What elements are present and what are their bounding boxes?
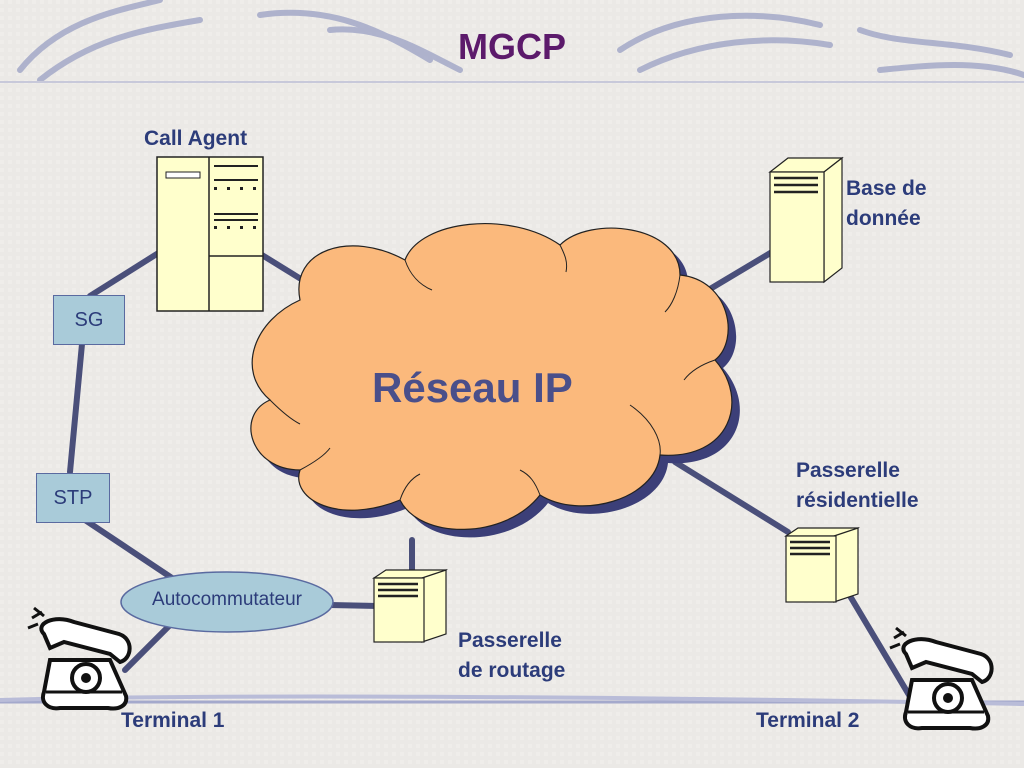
call-agent-label: Call Agent	[144, 127, 248, 150]
link-passerelle-residentielle-terminal2	[847, 593, 915, 703]
stp-label: STP	[53, 486, 93, 509]
database-server-icon	[768, 156, 844, 284]
routing-gateway-server-icon	[372, 569, 448, 643]
terminal-1-label: Terminal 1	[121, 709, 225, 732]
telephone-icon	[27, 606, 132, 711]
autocommutateur-ellipse	[120, 571, 334, 633]
residential-gateway-label: Passerelle résidentielle	[796, 456, 919, 516]
link-stp-autocommutateur	[79, 515, 178, 583]
cloud-label: Réseau IP	[372, 364, 573, 411]
terminal-2-label: Terminal 2	[756, 709, 860, 732]
database-label-line2: donnée	[846, 207, 921, 230]
residential-gateway-label-line2: résidentielle	[796, 489, 919, 512]
database-label: Base de donnée	[846, 174, 927, 234]
link-cloud-basededonnee	[697, 249, 775, 298]
sg-label: SG	[74, 308, 104, 331]
link-callagent-sg	[87, 249, 163, 299]
stp-box: STP	[36, 473, 110, 523]
link-sg-stp	[67, 341, 85, 475]
link-autocommutateur-terminal1	[122, 622, 173, 673]
slide-title: MGCP	[458, 26, 566, 67]
residential-gateway-server-icon	[784, 527, 860, 603]
telephone-icon	[889, 626, 994, 731]
link-cloud-passerelle-residentielle	[672, 459, 791, 535]
routing-gateway-label-line1: Passerelle	[458, 629, 562, 652]
routing-gateway-label-line2: de routage	[458, 659, 566, 682]
autocommutateur-label: Autocommutateur	[152, 589, 302, 610]
database-label-line1: Base de	[846, 177, 927, 200]
routing-gateway-label: Passerelle de routage	[458, 626, 565, 686]
link-autocommutateur-passerelle-routage	[327, 602, 381, 609]
call-agent-server-icon	[156, 156, 264, 312]
sg-box: SG	[53, 295, 125, 345]
residential-gateway-label-line1: Passerelle	[796, 459, 900, 482]
